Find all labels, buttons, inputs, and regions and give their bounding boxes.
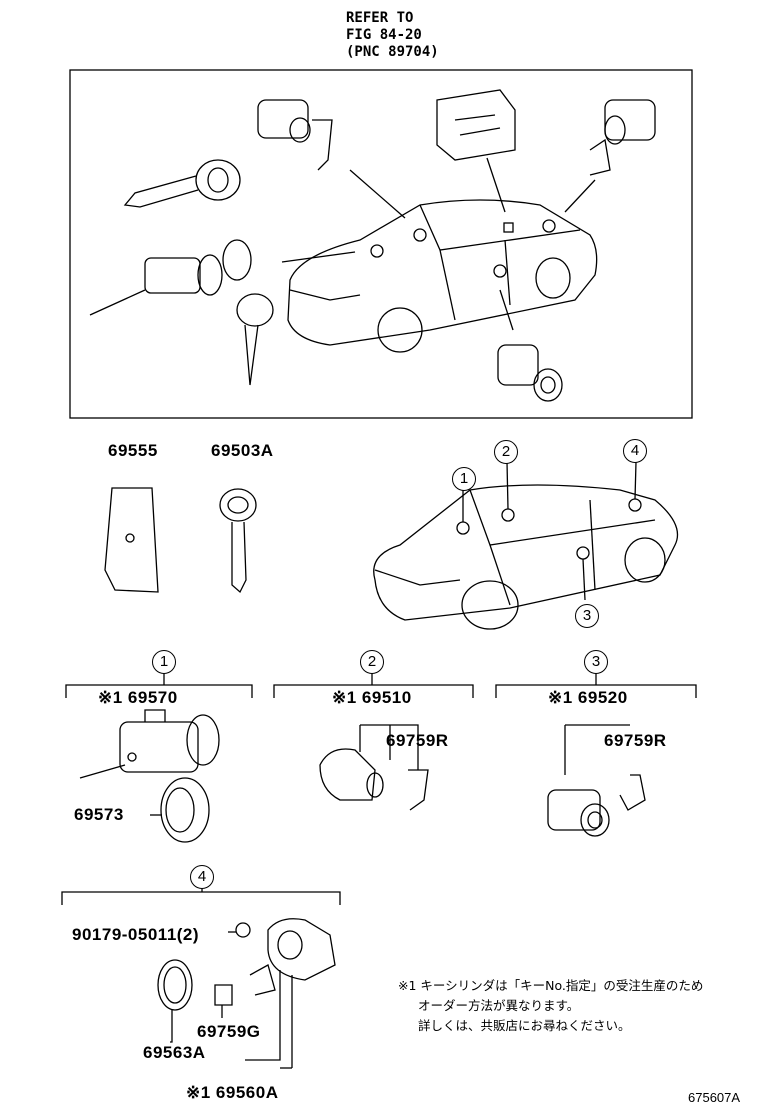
refer-line-2: FIG 84-20 [346, 27, 422, 43]
part-69560a: ※1 69560A [186, 1083, 279, 1102]
bracket-group-4 [61, 891, 341, 905]
note-line-1: ※1 キーシリンダは「キーNo.指定」の受注生産のため [398, 978, 704, 993]
group-label-2: 2 [360, 650, 384, 674]
top-key-sketch [123, 159, 241, 208]
figure-id: 675607A [688, 1090, 741, 1105]
part-69563a: 69563A [143, 1043, 206, 1062]
door-lock-69510-drawing [319, 724, 429, 811]
callout-2: 2 [494, 440, 518, 464]
part-69759g: 69759G [197, 1022, 261, 1041]
part-69555: 69555 [108, 441, 158, 460]
cylinder-69520-drawing [547, 724, 646, 837]
top-door-lock-sketch [257, 99, 333, 171]
trunk-lock-69560a-drawing [157, 918, 336, 1069]
part-69759r-group2: 69759R [386, 731, 449, 750]
note-line-3: 詳しくは、共販店にお尋ねください。 [418, 1018, 631, 1033]
refer-line-3: (PNC 89704) [346, 44, 439, 60]
note-line-2: オーダー方法が異なります。 [418, 998, 580, 1013]
group-label-3: 3 [584, 650, 608, 674]
ignition-cylinder-69570-drawing [79, 709, 220, 843]
reference-frame [69, 69, 693, 419]
top-car-sketch [281, 157, 598, 353]
part-69510: ※1 69510 [332, 688, 412, 707]
callout-4: 4 [623, 439, 647, 463]
part-69520: ※1 69520 [548, 688, 628, 707]
part-69573: 69573 [74, 805, 124, 824]
part-69759r-group3: 69759R [604, 731, 667, 750]
group-label-1: 1 [152, 650, 176, 674]
bracket-group-2 [273, 684, 474, 698]
callout-3: 3 [575, 604, 599, 628]
callout-1: 1 [452, 467, 476, 491]
key-69503a-shape [219, 488, 257, 594]
part-69570: ※1 69570 [98, 688, 178, 707]
main-car-drawing [373, 461, 679, 630]
part-90179-05011: 90179-05011(2) [72, 925, 200, 944]
bracket-group-1 [65, 684, 253, 698]
group-label-4: 4 [190, 865, 214, 889]
top-module-sketch [436, 89, 516, 161]
top-cylinder-sketch [497, 344, 563, 402]
top-ignition-sketch [89, 239, 274, 386]
plate-shape [104, 487, 159, 593]
refer-line-1: REFER TO [346, 10, 414, 26]
top-trunk-lock-sketch [589, 99, 656, 176]
part-69503a: 69503A [211, 441, 274, 460]
